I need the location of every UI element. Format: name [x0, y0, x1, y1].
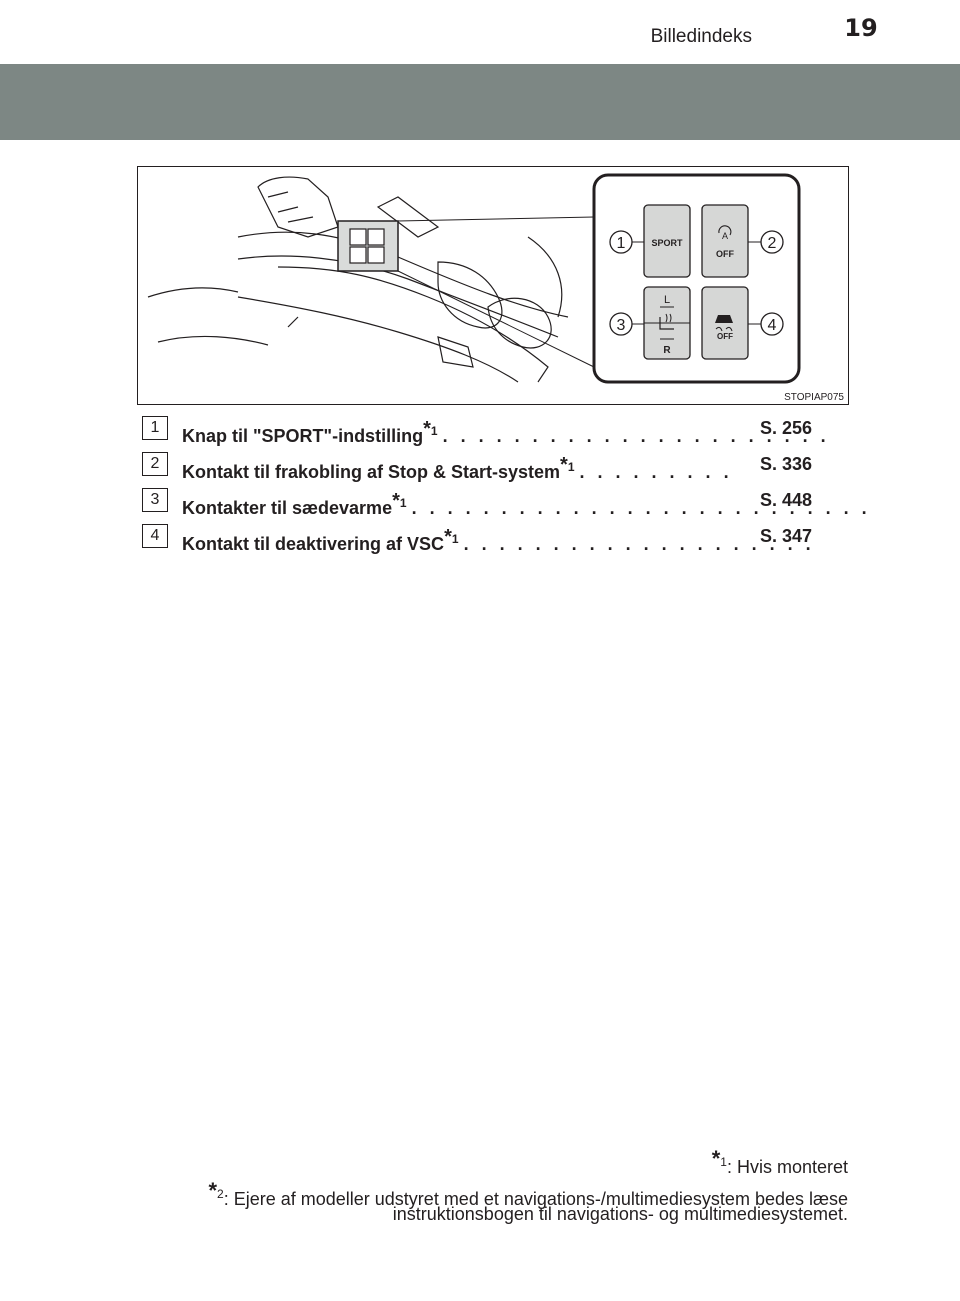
- item-footnote-ref: *1: [560, 454, 575, 476]
- seat-right-label: R: [663, 345, 671, 356]
- item-label: Knap til "SPORT"-indstilling*1 . . . . .…: [182, 418, 830, 447]
- footnote-marker: *1: [711, 1146, 727, 1171]
- leader-dots: . . . . . . . . . . . . . . . . . . . . …: [411, 498, 871, 518]
- sport-button-label: SPORT: [651, 238, 683, 248]
- item-page-ref[interactable]: S. 336: [759, 454, 812, 474]
- stop-start-off-label: OFF: [716, 249, 734, 259]
- item-number-badge: 1: [142, 416, 168, 440]
- footnote-1: *1: Hvis monteret: [712, 1146, 848, 1178]
- page-number: 19: [844, 14, 878, 42]
- figure-code: STOPIAP075: [781, 392, 847, 403]
- index-item[interactable]: 1 Knap til "SPORT"-indstilling*1 . . . .…: [140, 416, 826, 446]
- callout-1: 1: [617, 235, 626, 252]
- console-illustration: 1 2 3 4 SPORT A OFF L R OFF STOPIAP075: [137, 166, 849, 405]
- header-bar: [0, 64, 960, 140]
- leader-dots: . . . . . . . . .: [579, 462, 733, 482]
- footnote-marker: *2: [208, 1178, 224, 1203]
- callout-2: 2: [768, 235, 777, 252]
- item-title: Kontakt til deaktivering af VSC: [182, 534, 445, 554]
- item-label: Kontakter til sædevarme*1 . . . . . . . …: [182, 490, 871, 519]
- vsc-off-label: OFF: [717, 332, 733, 341]
- leader-dots: . . . . . . . . . . . . . . . . . . . . …: [442, 426, 830, 446]
- page-number-tab: [829, 8, 960, 54]
- item-page-ref[interactable]: S. 256: [759, 418, 812, 438]
- leader-dots: . . . . . . . . . . . . . . . . . . . .: [463, 534, 815, 554]
- seat-left-label: L: [664, 294, 670, 306]
- callout-3: 3: [617, 317, 626, 334]
- page-top: [0, 0, 960, 56]
- item-title: Knap til "SPORT"-indstilling: [182, 426, 424, 446]
- item-title: Kontakter til sædevarme: [182, 498, 393, 518]
- item-page-ref[interactable]: S. 347: [759, 526, 812, 546]
- item-title: Kontakt til frakobling af Stop & Start-s…: [182, 462, 561, 482]
- item-footnote-ref: *1: [392, 490, 407, 512]
- item-number-badge: 2: [142, 452, 168, 476]
- index-item[interactable]: 3 Kontakter til sædevarme*1 . . . . . . …: [140, 488, 867, 518]
- footnote-2: *2: Ejere af modeller udstyret med et na…: [208, 1178, 848, 1210]
- item-footnote-ref: *1: [444, 526, 459, 548]
- console-drawing: 1 2 3 4 SPORT A OFF L R OFF: [147, 173, 801, 384]
- item-footnote-ref: *1: [423, 418, 438, 440]
- item-page-ref[interactable]: S. 448: [759, 490, 812, 510]
- item-label: Kontakt til frakobling af Stop & Start-s…: [182, 454, 733, 483]
- index-item[interactable]: 2 Kontakt til frakobling af Stop & Start…: [140, 452, 812, 482]
- callout-4: 4: [768, 317, 777, 334]
- index-item[interactable]: 4 Kontakt til deaktivering af VSC*1 . . …: [140, 524, 812, 554]
- item-label: Kontakt til deaktivering af VSC*1 . . . …: [182, 526, 815, 555]
- item-number-badge: 4: [142, 524, 168, 548]
- item-number-badge: 3: [142, 488, 168, 512]
- section-title: Billedindeks: [650, 26, 752, 47]
- stop-start-letter: A: [722, 231, 728, 241]
- footnote-text: : Hvis monteret: [726, 1157, 848, 1177]
- footnote-text: : Ejere af modeller udstyret med et navi…: [223, 1189, 848, 1209]
- footnote-2-continued: instruktionsbogen til navigations- og mu…: [392, 1204, 848, 1224]
